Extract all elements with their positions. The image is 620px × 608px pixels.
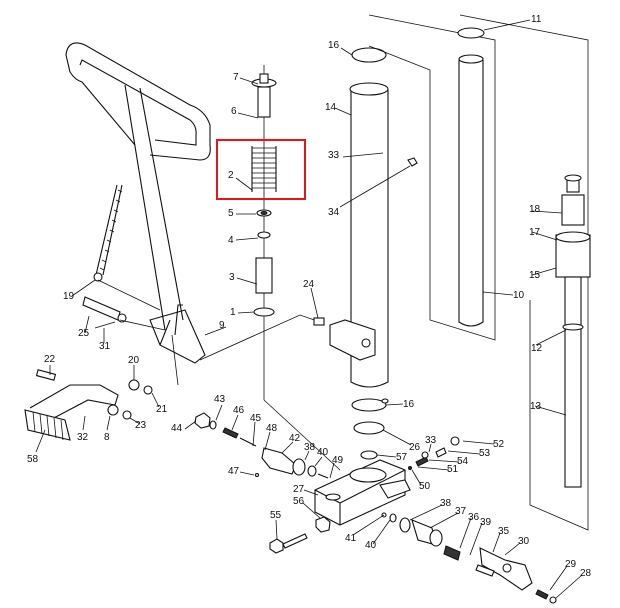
callout-labels: 7 6 2 5 4 3 1 24 9 19 25 31 22 20 21 23 … [27, 14, 592, 579]
callout-44[interactable]: 44 [171, 423, 183, 434]
callout-56[interactable]: 56 [293, 496, 305, 507]
callout-40-bottom[interactable]: 40 [365, 540, 377, 551]
callout-52[interactable]: 52 [493, 439, 505, 450]
callout-38-bottom[interactable]: 38 [440, 498, 452, 509]
callout-14[interactable]: 14 [325, 102, 337, 113]
piston-rod [555, 174, 591, 488]
callout-43[interactable]: 43 [214, 394, 226, 405]
right-valve-assembly [381, 157, 460, 470]
callout-50[interactable]: 50 [419, 481, 431, 492]
callout-1[interactable]: 1 [230, 307, 236, 318]
callout-18[interactable]: 18 [529, 204, 541, 215]
callout-47[interactable]: 47 [228, 466, 240, 477]
callout-5[interactable]: 5 [228, 208, 234, 219]
callout-34[interactable]: 34 [328, 207, 340, 218]
callout-48[interactable]: 48 [266, 423, 278, 434]
callout-16-top[interactable]: 16 [328, 40, 340, 51]
callout-39[interactable]: 39 [480, 517, 492, 528]
callout-20[interactable]: 20 [128, 355, 140, 366]
callout-49[interactable]: 49 [332, 455, 344, 466]
callout-13[interactable]: 13 [530, 401, 542, 412]
callout-36[interactable]: 36 [468, 512, 480, 523]
callout-33-bottom[interactable]: 33 [425, 435, 437, 446]
spring-19 [93, 184, 161, 311]
callout-7[interactable]: 7 [233, 72, 239, 83]
callout-25[interactable]: 25 [78, 328, 90, 339]
callout-27[interactable]: 27 [293, 484, 305, 495]
callout-40-top[interactable]: 40 [317, 447, 329, 458]
callout-12[interactable]: 12 [531, 343, 543, 354]
callout-33-top[interactable]: 33 [328, 150, 340, 161]
callout-57[interactable]: 57 [396, 452, 408, 463]
handle-part [65, 42, 211, 386]
callout-15[interactable]: 15 [529, 270, 541, 281]
pedal-assembly [24, 369, 153, 441]
callout-3[interactable]: 3 [229, 272, 235, 283]
callout-6[interactable]: 6 [231, 106, 237, 117]
callout-53[interactable]: 53 [479, 448, 491, 459]
callout-19[interactable]: 19 [63, 291, 75, 302]
bolt-55 [269, 516, 331, 554]
callout-29[interactable]: 29 [565, 559, 577, 570]
callout-51[interactable]: 51 [447, 464, 459, 475]
callout-22[interactable]: 22 [44, 354, 56, 365]
callout-46[interactable]: 46 [233, 405, 245, 416]
callout-17[interactable]: 17 [529, 227, 541, 238]
callout-8[interactable]: 8 [104, 432, 110, 443]
callout-42[interactable]: 42 [289, 433, 301, 444]
callout-11[interactable]: 11 [531, 14, 542, 25]
callout-31[interactable]: 31 [99, 341, 111, 352]
callout-28[interactable]: 28 [580, 568, 592, 579]
callout-16-bottom[interactable]: 16 [403, 399, 415, 410]
cylinder-14 [313, 47, 389, 460]
callout-41[interactable]: 41 [345, 533, 357, 544]
spring-2 [251, 146, 277, 192]
callout-55[interactable]: 55 [270, 510, 282, 521]
callout-26[interactable]: 26 [409, 442, 421, 453]
left-valve-assembly [194, 412, 329, 479]
pin-25 [82, 296, 166, 331]
callout-58[interactable]: 58 [27, 454, 39, 465]
callout-45[interactable]: 45 [250, 413, 262, 424]
highlight-box [216, 139, 306, 200]
callout-23[interactable]: 23 [135, 420, 147, 431]
center-stack [251, 65, 341, 471]
callout-9[interactable]: 9 [219, 320, 225, 331]
callout-37[interactable]: 37 [455, 506, 467, 517]
release-valve-assembly [381, 512, 557, 604]
tube-10 [457, 27, 485, 327]
callout-32[interactable]: 32 [77, 432, 89, 443]
callout-54[interactable]: 54 [457, 456, 469, 467]
callout-30[interactable]: 30 [518, 536, 530, 547]
callout-35[interactable]: 35 [498, 526, 510, 537]
callout-4[interactable]: 4 [228, 235, 234, 246]
callout-21[interactable]: 21 [156, 404, 168, 415]
callout-2[interactable]: 2 [228, 170, 234, 181]
callout-10[interactable]: 10 [513, 290, 525, 301]
pump-body-27 [314, 459, 411, 526]
callout-24[interactable]: 24 [303, 279, 315, 290]
callout-38-top[interactable]: 38 [304, 442, 316, 453]
